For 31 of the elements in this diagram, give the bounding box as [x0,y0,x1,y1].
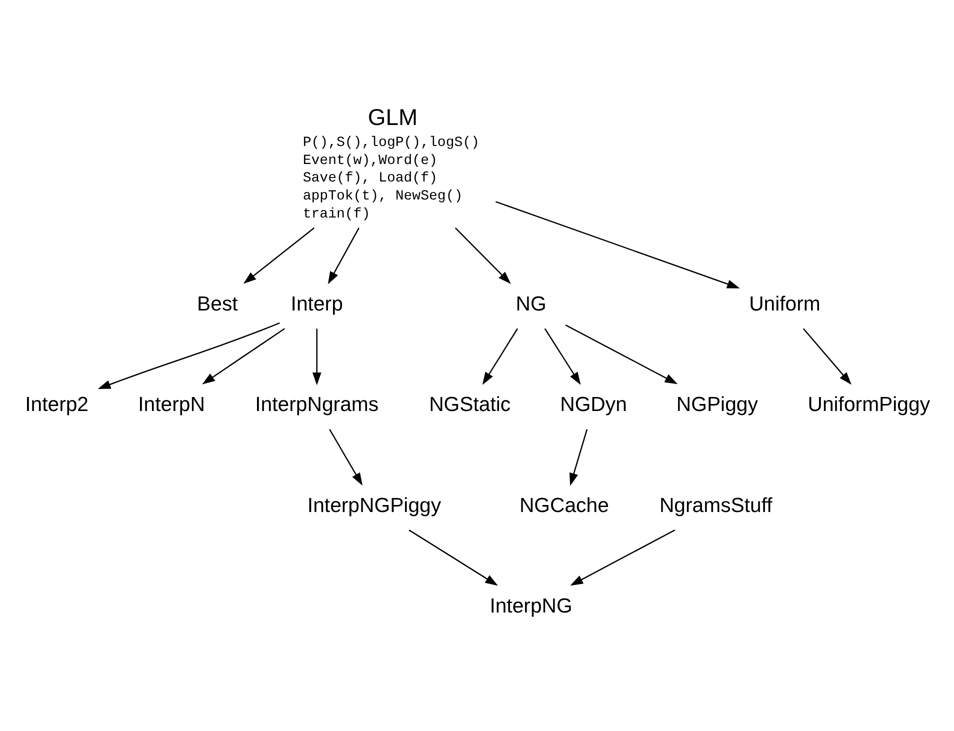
node-text: UniformPiggy [807,394,930,416]
arrow [328,429,362,486]
node-text: NGDyn [560,394,626,416]
arrow [482,328,518,385]
arrow [802,328,851,385]
node-text: NGPiggy [676,394,758,416]
arrow [544,328,580,385]
node-text: InterpNG [489,596,572,618]
node-text: NGStatic [428,394,510,416]
node-text: NgramsStuff [658,494,772,517]
arrow [312,328,321,386]
arrow [494,201,740,288]
node-text: InterpNgrams [254,394,378,416]
node-text: InterpNGPiggy [306,494,441,517]
arrow [564,324,678,384]
node-text: NG [515,293,546,316]
arrow [202,328,284,384]
node-text: Interp [290,293,342,316]
arrow [408,530,498,586]
arrow [242,227,314,284]
node-text: NGCache [518,494,608,517]
node-text: Interp2 [24,394,88,416]
arrow [97,322,280,390]
arrow [570,530,675,586]
node-text: Uniform [748,293,820,316]
arrow [327,228,359,284]
arrow [569,429,588,486]
node-text: InterpN [138,394,204,416]
node-text: GLM P(),S(),logP(),logS() Event(w),Word(e) Save(f), Load(f) appTok(t), NewSeg() train(f) [302,104,479,222]
arrow [454,227,510,284]
node-text: Best [196,293,238,316]
